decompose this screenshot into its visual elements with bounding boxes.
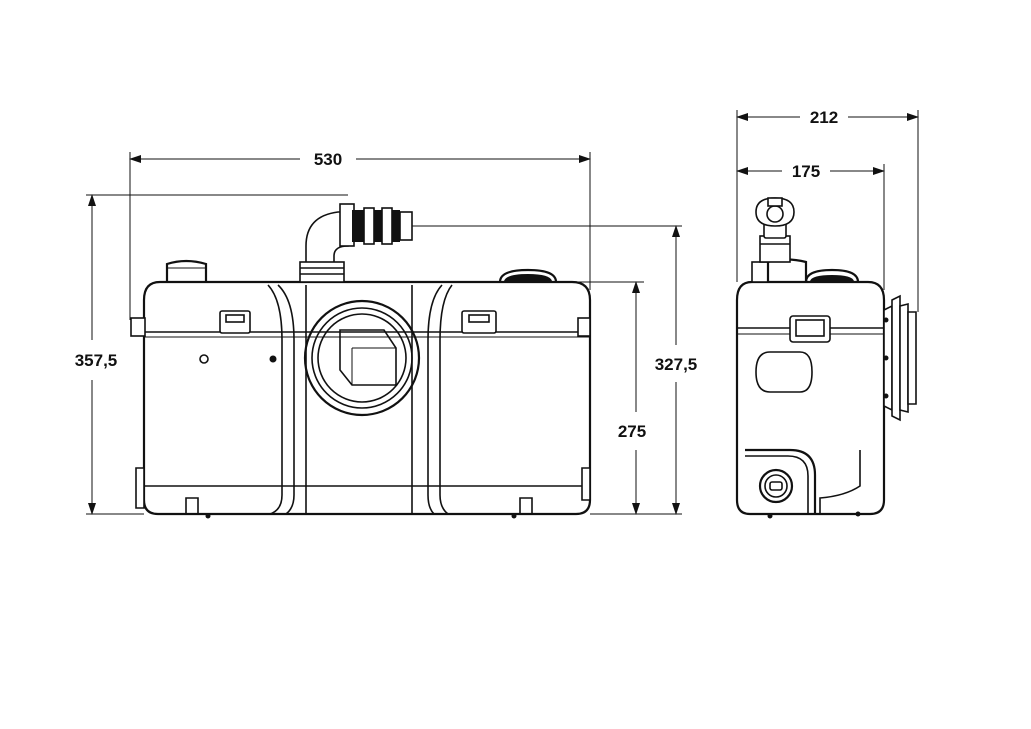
side-view <box>735 197 917 519</box>
front-inlet-outer <box>303 299 421 417</box>
side-dome-cap <box>804 268 860 283</box>
dim-label-175: 175 <box>792 162 820 181</box>
side-outlet-pipe <box>755 197 795 263</box>
front-screw-icon <box>199 354 209 364</box>
side-drain-port <box>758 468 794 504</box>
front-inlet-flap <box>339 329 397 386</box>
dim-label-357-5: 357,5 <box>75 351 118 370</box>
side-body-outline <box>735 280 886 516</box>
dimension-lines <box>86 110 919 515</box>
side-inlet <box>755 351 813 393</box>
front-right-foot <box>581 467 591 501</box>
side-vent-cap <box>766 258 808 282</box>
dim-label-275: 275 <box>618 422 646 441</box>
front-right-lug <box>577 317 591 337</box>
front-divider-right <box>427 284 443 515</box>
front-outlet-pipe <box>299 203 413 283</box>
front-vent-cap <box>165 259 208 282</box>
front-left-lug <box>130 317 146 337</box>
side-pump-housing <box>745 448 817 514</box>
front-divider-left <box>267 284 283 515</box>
front-view <box>130 203 592 519</box>
dim-label-212: 212 <box>810 108 838 127</box>
dim-label-530: 530 <box>314 150 342 169</box>
front-body-outline <box>142 280 592 516</box>
front-left-foot <box>135 467 145 509</box>
dim-label-327-5: 327,5 <box>655 355 698 374</box>
side-rear-flange <box>883 294 917 422</box>
front-dome-cap <box>498 268 558 283</box>
front-inlet-inner <box>317 313 407 403</box>
